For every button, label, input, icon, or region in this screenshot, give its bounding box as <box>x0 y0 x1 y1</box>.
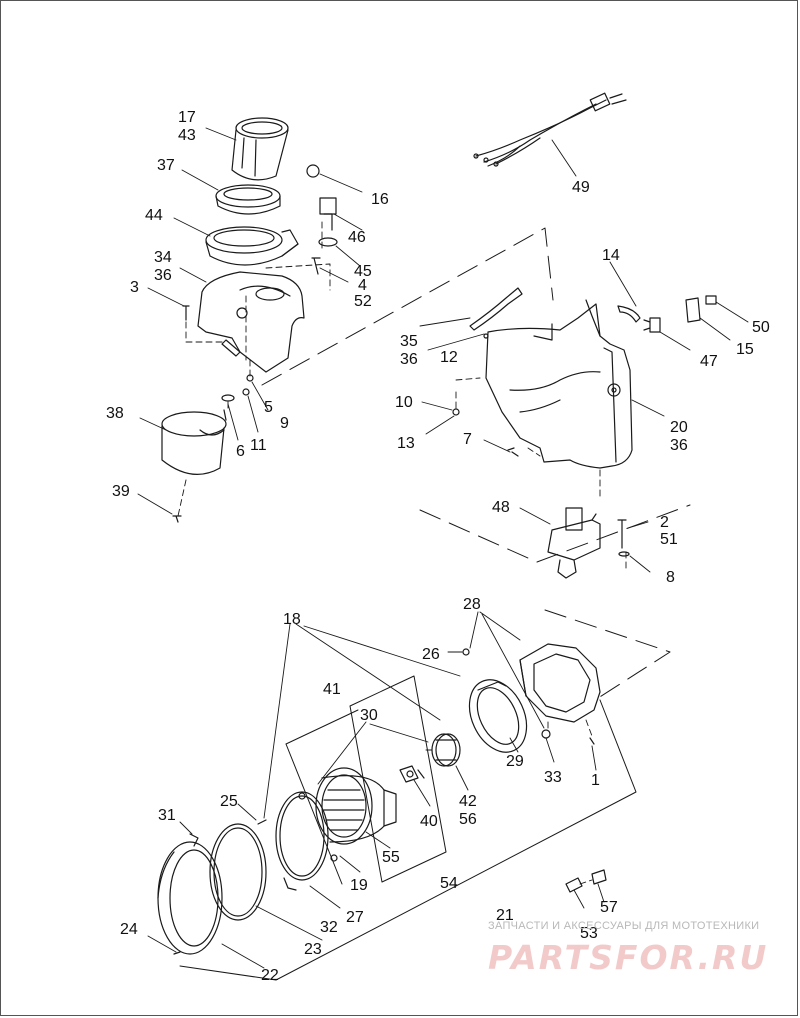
callout-53: 53 <box>580 925 598 942</box>
group-brackets <box>179 675 637 981</box>
callout-5: 5 <box>264 399 273 416</box>
callout-34: 34 <box>154 249 172 266</box>
callout-14: 14 <box>602 247 620 264</box>
callout-27: 27 <box>346 909 364 926</box>
callout-30: 30 <box>360 707 378 724</box>
callout-33: 33 <box>544 769 562 786</box>
watermark-caption: ЗАПЧАСТИ И АКСЕССУАРЫ ДЛЯ МОТОТЕХНИКИ <box>488 920 760 932</box>
callout-29: 29 <box>506 753 524 770</box>
callout-37: 37 <box>157 157 175 174</box>
callout-54: 54 <box>440 875 458 892</box>
callout-12: 12 <box>440 349 458 366</box>
headlamp-reflector-ring <box>468 679 528 753</box>
callout-7: 7 <box>463 431 472 448</box>
callout-55: 55 <box>382 849 400 866</box>
callout-19: 19 <box>350 877 368 894</box>
spring-clip-right <box>617 305 641 323</box>
callout-36c: 36 <box>670 437 688 454</box>
callout-labels: 1 2 3 4 5 6 7 8 9 10 11 12 13 14 15 16 1… <box>106 109 770 984</box>
callout-40: 40 <box>420 813 438 830</box>
callout-41: 41 <box>323 681 341 698</box>
callout-8: 8 <box>666 569 675 586</box>
ignition-coil <box>547 507 630 579</box>
callout-36a: 36 <box>154 267 172 284</box>
headlamp-bulb <box>399 765 425 783</box>
callout-39: 39 <box>112 483 130 500</box>
dash-leaders-upper <box>177 221 331 517</box>
callout-28: 28 <box>463 596 481 613</box>
callout-2: 2 <box>660 514 669 531</box>
callout-17: 17 <box>178 109 196 126</box>
callout-47: 47 <box>700 353 718 370</box>
small-hardware-lower <box>173 648 607 955</box>
callout-45: 45 <box>354 263 372 280</box>
callout-26: 26 <box>422 646 440 663</box>
leader-lines <box>137 127 749 969</box>
small-hardware-mid <box>452 295 717 457</box>
callout-32: 32 <box>320 919 338 936</box>
callout-24: 24 <box>120 921 138 938</box>
callout-15: 15 <box>736 341 754 358</box>
watermark-logo: PARTSFOR.RU <box>488 938 769 977</box>
dash-leaders-lower <box>425 719 593 885</box>
callout-50: 50 <box>752 319 770 336</box>
callout-22: 22 <box>261 967 279 984</box>
callout-48: 48 <box>492 499 510 516</box>
headlamp-housing-shell <box>485 299 633 469</box>
callout-25: 25 <box>220 793 238 810</box>
callout-51: 51 <box>660 531 678 548</box>
callout-21: 21 <box>496 907 514 924</box>
callout-20: 20 <box>670 419 688 436</box>
callout-56: 56 <box>459 811 477 828</box>
callout-9: 9 <box>280 415 289 432</box>
small-hardware-upper <box>172 164 338 523</box>
callout-31: 31 <box>158 807 176 824</box>
callout-10: 10 <box>395 394 413 411</box>
callout-11: 11 <box>250 437 267 454</box>
gauge-gasket-ring <box>215 184 281 215</box>
assembly-outline <box>261 227 691 701</box>
retaining-ring <box>275 791 338 881</box>
lamp-socket-42 <box>431 733 461 767</box>
callout-46: 46 <box>348 229 366 246</box>
callout-57: 57 <box>600 899 618 916</box>
dash-leaders-mid <box>455 377 627 571</box>
gauge-cup <box>231 117 289 181</box>
callout-44: 44 <box>145 207 163 224</box>
spring-clip-left <box>469 287 523 331</box>
wiring-harness <box>473 92 627 167</box>
callout-23: 23 <box>304 941 322 958</box>
callout-16: 16 <box>371 191 389 208</box>
callout-49: 49 <box>572 179 590 196</box>
callout-42: 42 <box>459 793 477 810</box>
callout-4: 4 <box>358 277 367 294</box>
callout-38: 38 <box>106 405 124 422</box>
callout-3: 3 <box>130 279 139 296</box>
lower-cup <box>161 411 227 475</box>
callout-35: 35 <box>400 333 418 350</box>
callout-6: 6 <box>236 443 245 460</box>
callout-52: 52 <box>354 293 372 310</box>
upper-cover <box>197 271 305 373</box>
headlamp-visor-rim <box>157 841 223 955</box>
callout-43: 43 <box>178 127 196 144</box>
callout-1: 1 <box>591 772 600 789</box>
callout-13: 13 <box>397 435 415 452</box>
gauge-bezel-housing <box>205 226 299 266</box>
headlamp-mount-bracket <box>519 643 601 723</box>
callout-36b: 36 <box>400 351 418 368</box>
callout-18: 18 <box>283 611 301 628</box>
